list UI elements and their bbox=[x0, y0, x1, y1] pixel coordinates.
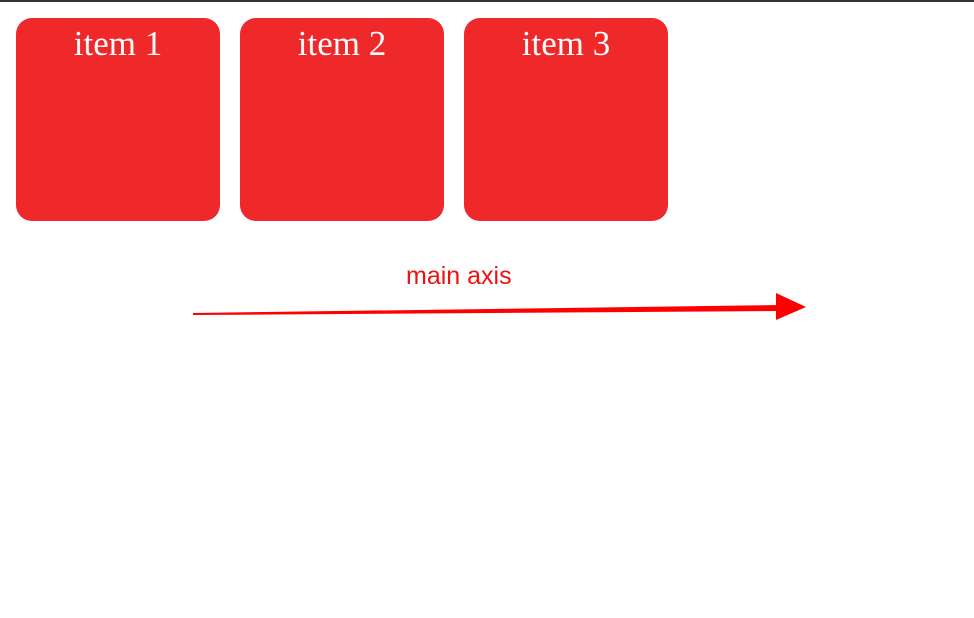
flex-item-1: item 1 bbox=[16, 18, 220, 221]
main-axis-arrow-shaft bbox=[193, 305, 780, 315]
flex-item-2: item 2 bbox=[240, 18, 444, 221]
flex-item-label: item 1 bbox=[73, 24, 163, 63]
main-axis-label: main axis bbox=[406, 262, 512, 290]
flex-item-3: item 3 bbox=[464, 18, 668, 221]
flex-container: item 1 item 2 item 3 bbox=[16, 18, 668, 221]
flex-item-label: item 2 bbox=[297, 24, 387, 63]
flex-item-label: item 3 bbox=[521, 24, 611, 63]
main-axis-arrow-head bbox=[776, 293, 806, 320]
top-border-line bbox=[0, 0, 974, 2]
